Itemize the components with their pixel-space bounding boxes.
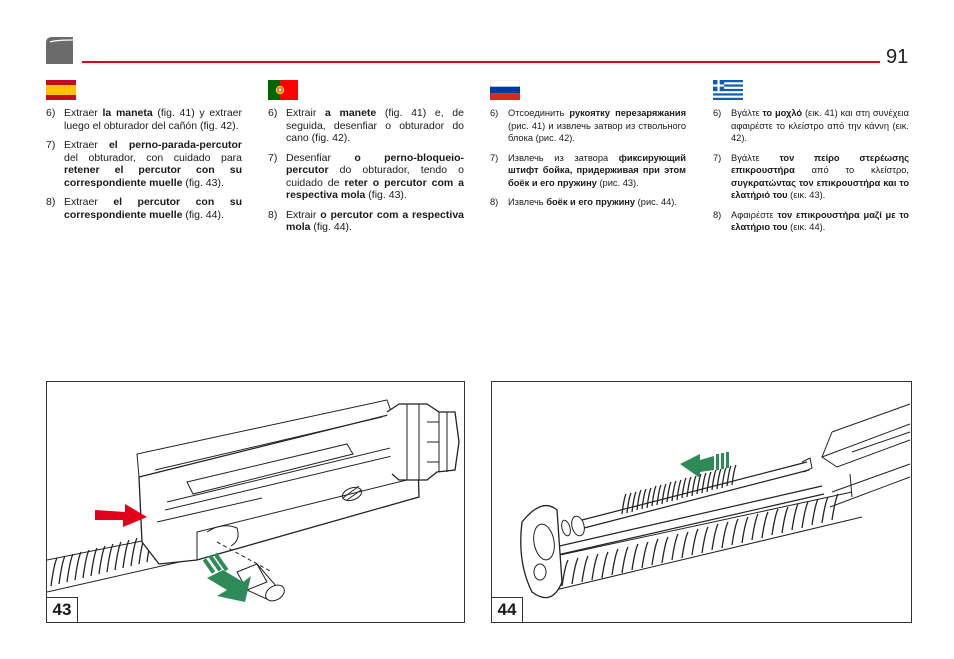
step-text: del obturador, con cuidado para (64, 151, 242, 164)
step-number: 6) (713, 108, 722, 118)
step-text: Βγάλτε (731, 108, 763, 118)
step-text: (εικ. 44). (787, 222, 826, 232)
steps-list: 6) Extraer la maneta (fig. 41) y extraer … (46, 107, 242, 221)
step-text: Extraer (64, 139, 109, 151)
step-text: Извлечь (508, 197, 547, 207)
emphasized-text: la maneta (102, 107, 153, 119)
instruction-step: 8) Extrair o percutor com a respectiva mo… (268, 209, 464, 234)
step-number: 6) (490, 108, 499, 118)
instruction-step: 8) Извлечь боёк и его пружину (рис. 44). (490, 196, 686, 209)
step-text: (fig. 41) y extraer luego el obturador d… (64, 107, 242, 132)
emphasized-text: το μοχλό (762, 108, 803, 118)
step-text: (fig. 43). (182, 176, 224, 189)
instruction-step: 6) Extraer la maneta (fig. 41) y extraer … (46, 107, 242, 132)
step-text: (рис. 43). (596, 177, 639, 188)
instruction-step: 8) Αφαιρέστε τον επικρουστήρα μαζί με το … (713, 209, 909, 234)
instruction-step: 7) Extraer el perno-parada-percutor del o… (46, 139, 242, 189)
step-text: Extraer (64, 196, 114, 208)
emphasized-text: a manete (325, 107, 377, 119)
column-portuguese: 6) Extrair a manete (fig. 41) e, de segui… (268, 80, 464, 241)
emphasized-text: τον επικρουστήρα μαζί με το ελατήριο του (731, 209, 909, 233)
bolt-disassembly-illustration (47, 399, 460, 602)
emphasized-text: τον πείρο στερέωσης επικρουστήρα (731, 152, 909, 176)
greece-flag-icon (713, 80, 743, 100)
figure-number: 44 (492, 597, 523, 622)
emphasized-text: o percutor com a respectiva mola (286, 208, 464, 234)
figure-43: 43 (46, 381, 465, 623)
step-number: 7) (268, 151, 278, 164)
step-text: (рис. 41) и извлечь затвор из ствольного… (508, 120, 686, 144)
emphasized-text: el percutor con su correspondiente muell… (64, 196, 242, 221)
step-text: Отсоединить (508, 108, 570, 118)
instruction-step: 7) Desenfiar o perno-bloqueio-percutor do… (268, 152, 464, 202)
step-number: 8) (46, 196, 56, 208)
red-arrow-icon (95, 504, 147, 527)
step-text: (εικ. 41) και στη συνέχεια αφαιρέστε το … (731, 108, 909, 143)
step-text: (fig. 44). (310, 221, 352, 233)
instruction-step: 6) Extrair a manete (fig. 41) e, de segui… (268, 107, 464, 145)
green-arrow-icon (680, 452, 729, 478)
emphasized-text: retener el percutor con su correspondien… (64, 164, 242, 189)
steps-list: 6) Extrair a manete (fig. 41) e, de segui… (268, 107, 464, 234)
step-text: (fig. 44). (182, 208, 224, 221)
emphasized-text: o perno-bloqueio-percutor (286, 151, 464, 177)
step-text: από το κλείστρο, (794, 165, 909, 175)
emphasized-text: рукоятку перезаряжания (569, 108, 686, 118)
green-arrow-icon (202, 552, 251, 602)
column-russian: 6) Отсоединить рукоятку перезаряжания (ри… (490, 80, 686, 216)
portugal-flag-icon (268, 80, 298, 100)
step-text: Extrair (286, 107, 325, 119)
step-text: Извлечь из затвора (508, 152, 619, 163)
step-text: Extraer (64, 107, 103, 119)
step-text: do obturador, tendo o cuidado de (286, 164, 464, 189)
step-text: Desenfiar (286, 151, 355, 164)
step-text: (εικ. 43). (787, 190, 826, 200)
step-text: (fig. 41) e, de seguida, desenfiar o obt… (286, 107, 464, 144)
instruction-step: 7) Βγάλτε τον πείρο στερέωσης επικρουστήρ… (713, 152, 909, 202)
header-rule (82, 61, 880, 63)
step-number: 7) (46, 139, 56, 151)
figure-44: 44 (491, 381, 912, 623)
step-number: 6) (46, 107, 56, 119)
column-spanish: 6) Extraer la maneta (fig. 41) y extraer … (46, 80, 242, 228)
firing-pin-removal-illustration (520, 403, 911, 599)
step-number: 6) (268, 107, 278, 119)
instruction-step: 7) Извлечь из затвора фиксирующий штифт б… (490, 152, 686, 190)
step-number: 8) (490, 197, 499, 207)
figure-number: 43 (47, 597, 78, 622)
step-text: (fig. 43). (365, 189, 407, 201)
emphasized-text: el perno-parada-percutor (108, 139, 242, 151)
instruction-step: 8) Extraer el percutor con su correspondi… (46, 196, 242, 221)
russia-flag-icon (490, 80, 520, 100)
column-greek: 6) Βγάλτε το μοχλό (εικ. 41) και στη συνέ… (713, 80, 909, 241)
brand-corner-icon (46, 37, 73, 64)
spain-flag-icon (46, 80, 76, 100)
steps-list: 6) Βγάλτε το μοχλό (εικ. 41) και στη συνέ… (713, 107, 909, 234)
step-number: 8) (268, 208, 278, 221)
step-number: 7) (490, 152, 499, 163)
emphasized-text: фиксирующий штифт бойка, придерживая при… (508, 152, 686, 188)
instruction-step: 6) Отсоединить рукоятку перезаряжания (ри… (490, 107, 686, 145)
step-text: Βγάλτε (731, 152, 780, 163)
step-number: 8) (713, 209, 722, 220)
emphasized-text: συγκρατώντας τον επικρουστήρα και το ελα… (731, 177, 909, 201)
step-text: (рис. 44). (635, 197, 677, 207)
steps-list: 6) Отсоединить рукоятку перезаряжания (ри… (490, 107, 686, 209)
step-text: Extrair (286, 208, 321, 221)
step-text: Αφαιρέστε (731, 209, 778, 220)
instruction-step: 6) Βγάλτε το μοχλό (εικ. 41) και στη συνέ… (713, 107, 909, 145)
emphasized-text: reter o percutor com a respectiva mola (286, 176, 465, 202)
page-number: 91 (886, 46, 909, 68)
step-number: 7) (713, 152, 722, 163)
emphasized-text: боёк и его пружину (546, 197, 636, 207)
